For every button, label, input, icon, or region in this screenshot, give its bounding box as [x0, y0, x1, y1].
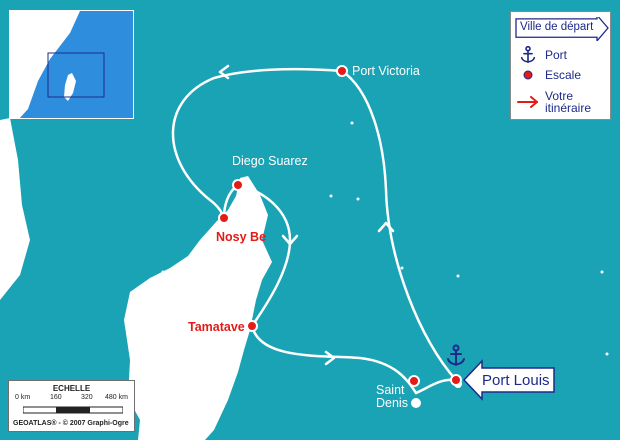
stop-diego-suarez — [232, 179, 244, 191]
scale-title: ECHELLE — [52, 384, 91, 393]
madagascar-landmass — [124, 176, 272, 440]
legend-row-port: Port — [517, 46, 567, 64]
label-saint-denis: Saint Denis — [376, 383, 408, 410]
inset-focus-rect — [47, 52, 105, 98]
scale-tick-3: 480 km — [105, 394, 128, 401]
legend-itinerary-label: Votre itinéraire — [545, 89, 592, 115]
africa-landmass — [0, 118, 30, 300]
departure-arrow-icon — [515, 17, 609, 41]
label-port-victoria: Port Victoria — [352, 64, 420, 78]
scale-tick-1: 160 — [50, 394, 62, 401]
scale-tick-2: 320 — [81, 394, 93, 401]
scale-credit: GEOATLAS® - © 2007 Graphi-Ogre — [13, 420, 129, 427]
island-reunion — [411, 398, 421, 408]
legend-row-itinerary: Votre itinéraire — [517, 90, 599, 114]
stop-port-victoria — [336, 65, 348, 77]
label-diego-suarez: Diego Suarez — [232, 154, 308, 168]
legend: Ville de départ Port Escale — [510, 11, 611, 120]
route — [171, 68, 458, 395]
scale-bar: ECHELLE 0 km 160 320 480 km GEOATLAS® - … — [8, 380, 135, 432]
stop-tamatave — [246, 320, 258, 332]
stops — [218, 65, 462, 387]
stop-port-louis — [450, 374, 462, 386]
label-port-louis: Port Louis — [482, 372, 550, 389]
stop-nosy-be — [218, 212, 230, 224]
stop-saint-denis — [408, 375, 420, 387]
anchor-icon — [447, 344, 465, 366]
label-tamatave: Tamatave — [188, 320, 245, 334]
route-arrows — [218, 64, 395, 366]
legend-row-stop: Escale — [517, 69, 581, 81]
red-dot-icon — [517, 69, 539, 81]
scale-bar-graphic — [23, 406, 123, 414]
legend-port-label: Port — [545, 48, 568, 62]
legend-stop-label: Escale — [545, 68, 582, 82]
red-arrow-icon — [517, 96, 539, 108]
legend-departure: Ville de départ — [520, 21, 594, 33]
label-nosy-be: Nosy Be — [216, 230, 267, 244]
inset-map — [9, 10, 134, 119]
anchor-icon — [517, 46, 539, 64]
port-louis-callout — [462, 359, 555, 401]
scale-tick-0: 0 km — [15, 394, 31, 401]
